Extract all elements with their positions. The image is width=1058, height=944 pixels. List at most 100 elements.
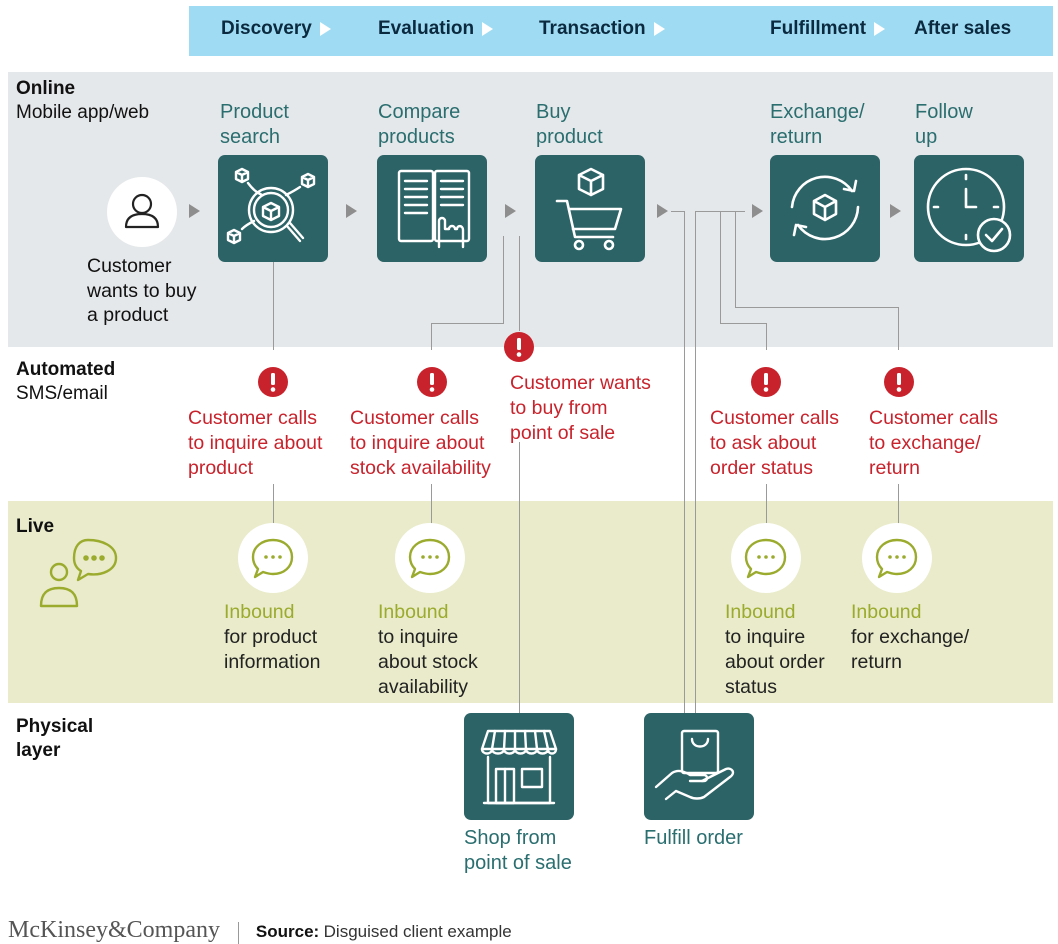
- lane-title-online: Online: [16, 78, 76, 99]
- inbound-heading: Inbound: [725, 601, 796, 623]
- connector-line: [503, 236, 504, 324]
- shopping-cart-icon: [555, 167, 623, 251]
- phase-arrow-icon: [482, 21, 494, 36]
- flow-arrow-icon: [657, 204, 668, 218]
- lane-sub-online: Mobile app/web: [16, 102, 150, 123]
- connector-line: [898, 307, 899, 350]
- person-icon: [124, 193, 160, 229]
- source-label: Source:: [255, 922, 320, 941]
- inbound-text-order-status: Inbound to inquire about order status: [725, 601, 825, 698]
- phase-after-sales: After sales: [914, 18, 1012, 39]
- phase-fulfillment: Fulfillment: [770, 18, 886, 40]
- step-box-product-search: [218, 155, 328, 262]
- inbound-heading: Inbound: [378, 601, 449, 623]
- exchange-return-icon: [790, 175, 860, 241]
- connector-line: [431, 323, 432, 350]
- phase-transaction: Transaction: [539, 18, 665, 40]
- lane-title-physical-2: layer: [16, 740, 61, 761]
- connector-line: [720, 323, 766, 324]
- lane-sub-automated: SMS/email: [16, 383, 108, 404]
- lane-title-automated: Automated: [16, 359, 116, 380]
- chat-bubble-icon: [408, 538, 451, 579]
- customer-text-1: Customer: [87, 255, 172, 277]
- chat-bubble-icon: [251, 538, 294, 579]
- phase-discovery: Discovery: [221, 18, 331, 40]
- alert-icon: [258, 367, 288, 397]
- step-box-compare-products: [377, 155, 487, 262]
- connector-line: [695, 211, 696, 713]
- connector-line: [431, 323, 504, 324]
- connector-line: [519, 236, 520, 331]
- connector-line: [898, 484, 899, 527]
- compare-products-icon: [397, 169, 471, 249]
- phase-arrow-icon: [874, 21, 886, 36]
- customer-text-3: a product: [87, 304, 169, 326]
- connector-line: [766, 484, 767, 527]
- mckinsey-logo: McKinsey&Company: [8, 917, 220, 943]
- flow-arrow-icon: [752, 204, 763, 218]
- step-box-follow-up: [914, 155, 1024, 262]
- alert-icon: [751, 367, 781, 397]
- connector-line: [766, 323, 767, 350]
- flow-arrow-icon: [505, 204, 516, 218]
- storefront-icon: [480, 729, 558, 805]
- source-text: Disguised client example: [323, 922, 512, 941]
- connector-line: [273, 262, 274, 350]
- alert-icon: [504, 332, 534, 362]
- inbound-circle-stock: [395, 523, 465, 593]
- inbound-text-exchange: Inbound for exchange/ return: [851, 601, 970, 673]
- chat-bubble-icon: [875, 538, 918, 579]
- inbound-heading: Inbound: [851, 601, 922, 623]
- phase-evaluation: Evaluation: [378, 18, 494, 40]
- flow-arrow-icon: [890, 204, 901, 218]
- connector-line: [671, 211, 684, 212]
- phase-arrow-icon: [319, 21, 331, 36]
- connector-line: [273, 484, 274, 527]
- hand-bag-icon: [654, 729, 735, 801]
- physical-box-fulfill-order: [644, 713, 754, 820]
- lane-title-physical: Physical: [16, 716, 94, 737]
- inbound-circle-order-status: [731, 523, 801, 593]
- connector-line: [720, 211, 721, 324]
- inbound-heading: Inbound: [224, 601, 295, 623]
- inbound-circle-exchange: [862, 523, 932, 593]
- customer-avatar: [107, 177, 177, 247]
- live-agent-icon: [39, 538, 118, 608]
- phase-bar: [189, 6, 1053, 56]
- phase-arrow-icon: [653, 21, 665, 36]
- physical-box-point-of-sale: [464, 713, 574, 820]
- step-label-exchange-return: Exchange/return: [770, 101, 865, 148]
- alert-icon: [417, 367, 447, 397]
- footer-divider: [238, 921, 240, 944]
- connector-line: [431, 484, 432, 527]
- flow-arrow-icon: [189, 204, 200, 218]
- step-box-exchange-return: [770, 155, 880, 262]
- product-search-icon: [226, 167, 316, 245]
- clock-check-icon: [926, 167, 1012, 253]
- footer: McKinsey&Company Source: Disguised clien…: [8, 917, 512, 944]
- customer-text-2: wants to buy: [87, 280, 197, 302]
- step-box-buy-product: [535, 155, 645, 262]
- inbound-circle-product: [238, 523, 308, 593]
- inbound-text-stock: Inbound to inquire about stock availabil…: [378, 601, 478, 698]
- inbound-text-product: Inbound for product information: [224, 601, 321, 673]
- connector-line: [684, 211, 685, 713]
- connector-line: [735, 307, 899, 308]
- physical-label-fulfill-order: Fulfill order: [644, 827, 743, 849]
- lane-title-live: Live: [16, 516, 55, 537]
- chat-bubble-icon: [744, 538, 787, 579]
- alert-icon: [884, 367, 914, 397]
- flow-arrow-icon: [346, 204, 357, 218]
- connector-line: [519, 442, 520, 714]
- connector-line: [735, 211, 736, 308]
